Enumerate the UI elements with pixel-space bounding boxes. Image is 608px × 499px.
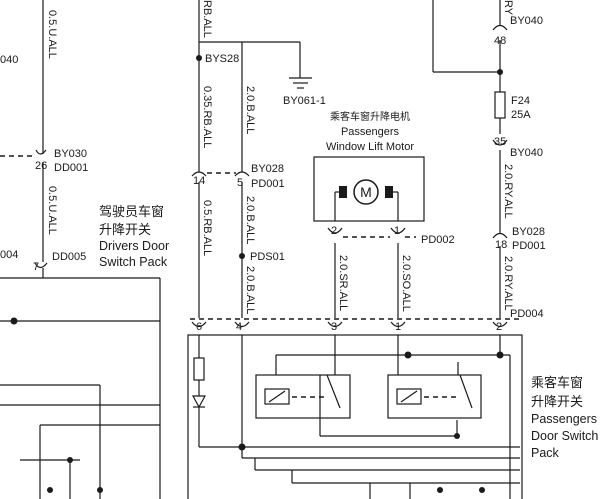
pin-number: 3: [331, 321, 337, 333]
wire-label: 2.0.SR.ALL: [337, 255, 349, 311]
motor-label-en2: Window Lift Motor: [326, 141, 414, 153]
pin-number: 48: [494, 35, 506, 47]
pin-number: 18: [495, 239, 507, 251]
connector-label: PD002: [421, 234, 455, 246]
ground-symbol: [289, 77, 312, 89]
connector-label: DD005: [52, 251, 86, 263]
pin-number: 5: [237, 177, 243, 189]
connector-pin-3: [327, 321, 343, 328]
driver-switch-label-cn2: 升降开关: [99, 222, 151, 237]
wire-label: 2.0.B.ALL: [244, 266, 256, 314]
connector-label: 004: [0, 249, 18, 261]
wire-label: RB.ALL: [201, 0, 213, 38]
motor-icon: M: [339, 179, 393, 205]
connector-label: BYS28: [205, 53, 239, 65]
driver-switch-label-cn1: 驾驶员车窗: [99, 204, 164, 219]
connector-pin-2: [327, 227, 343, 234]
junction-dot: [67, 457, 73, 463]
connector-pin-14: [191, 171, 207, 177]
splice-bys28: [196, 55, 202, 61]
connector-label: BY040: [510, 15, 543, 27]
connector-pin-2: [492, 321, 508, 328]
connector-label: PD001: [512, 240, 546, 252]
connector-label: 040: [0, 54, 18, 66]
wire-label: 0.5.RB.ALL: [201, 200, 213, 256]
wire-label: 0.5.U.ALL: [46, 10, 58, 59]
driver-switch-label-en2: Switch Pack: [99, 255, 168, 269]
junction-dot: [497, 69, 503, 75]
connector-pin-1: [390, 227, 406, 234]
wire-label: 0.35.RB.ALL: [201, 86, 213, 148]
junction-dot: [47, 487, 53, 493]
passenger-switch-pack: [187, 334, 523, 499]
wire-label: 2.0.B.ALL: [244, 196, 256, 244]
connector-pin-26: [35, 149, 47, 155]
pin-number: 4: [236, 321, 242, 333]
motor-label-cn: 乘客车窗升降电机: [330, 110, 410, 123]
splice-pds01: [239, 253, 245, 259]
passenger-switch-label-cn2: 升降开关: [531, 394, 583, 409]
pin-number: 1: [395, 321, 401, 333]
passenger-switch-label-en2: Door Switch: [531, 429, 598, 443]
pin-number: 7: [33, 261, 39, 273]
pin-number: 35: [494, 136, 506, 148]
connector-label: PDS01: [250, 251, 285, 263]
connector-label: BY030: [54, 148, 87, 160]
connector-pin-5: [234, 171, 250, 177]
pin-number: 6: [196, 321, 202, 333]
fuse-rating: 25A: [511, 109, 531, 121]
connector-label: BY040: [510, 147, 543, 159]
fuse-f24: [494, 91, 506, 119]
motor-label-en1: Passengers: [341, 126, 400, 138]
junction-dot: [97, 487, 103, 493]
wire-label: 0.5.U.ALL: [46, 186, 58, 235]
wire-label: 2.0.RY.ALL: [502, 256, 514, 311]
connector-label: DD001: [54, 162, 88, 174]
pin-number: 2: [496, 321, 502, 333]
wire-label: 2.0.RY.ALL: [502, 164, 514, 219]
left-edge-wires: [0, 0, 161, 499]
pin-number: 1: [394, 225, 400, 237]
wire-label: 2.0.SO.ALL: [400, 255, 412, 312]
connector-pin-1: [390, 321, 406, 328]
connector-label: BY061-1: [283, 95, 326, 107]
junction-dot: [10, 317, 18, 325]
connector-label: BY028: [251, 163, 284, 175]
pin-number: 14: [193, 175, 205, 187]
connector-pin-18: [492, 232, 508, 239]
connector-label: PD001: [251, 178, 285, 190]
connector-pin-7: [34, 262, 48, 269]
wire-label: 2.0.B.ALL: [244, 86, 256, 134]
motor-symbol: M: [360, 184, 372, 200]
passenger-switch-label-en1: Passengers: [531, 412, 597, 426]
connector-pin-4: [234, 321, 250, 328]
passenger-switch-label-en3: Pack: [531, 446, 560, 460]
switch-pack-internals: [191, 335, 520, 499]
pin-number: 2: [331, 225, 337, 237]
pin-number: 26: [35, 160, 47, 172]
wire-label: RY: [502, 0, 514, 16]
connector-label: PD004: [510, 308, 544, 320]
passenger-switch-label-cn1: 乘客车窗: [531, 375, 583, 390]
driver-switch-label-en1: Drivers Door: [99, 239, 169, 253]
fuse-name: F24: [511, 95, 530, 107]
connector-label: BY028: [512, 226, 545, 238]
connector-pin-35: [492, 139, 508, 146]
window-lift-motor: [313, 156, 425, 222]
connector-pin-48: [492, 24, 508, 31]
connector-pin-6: [191, 321, 207, 328]
